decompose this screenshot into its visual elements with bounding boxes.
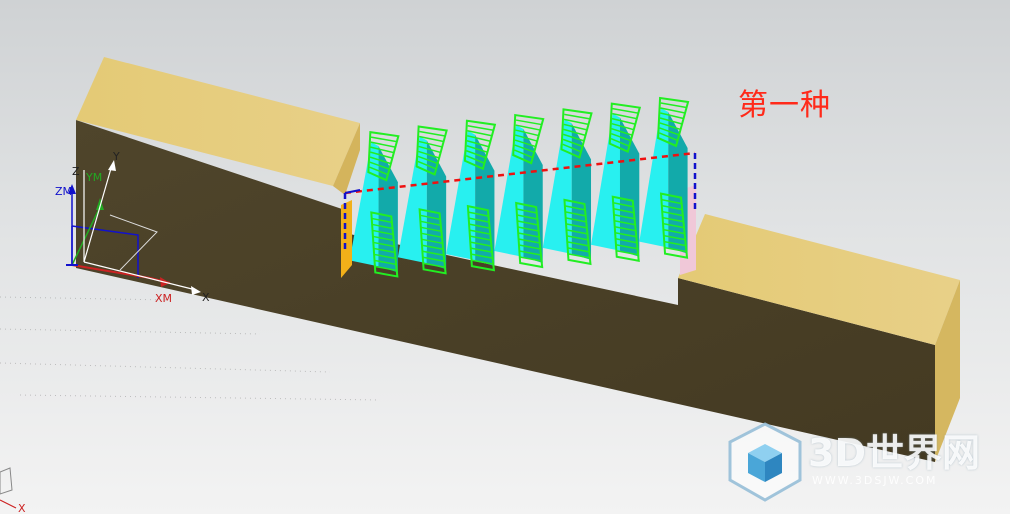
left-boss-side-face[interactable] [333, 123, 360, 195]
left-boss-top-face[interactable] [76, 57, 360, 186]
work-csys[interactable] [66, 160, 201, 295]
fin-face[interactable] [542, 119, 572, 254]
annotation-label: 第一种 [738, 88, 831, 123]
fin-face[interactable] [494, 125, 524, 258]
fin-face[interactable] [639, 107, 669, 248]
csys-x-label: X [202, 291, 210, 304]
block-front-face[interactable] [76, 120, 935, 462]
toolpath-ladder[interactable] [512, 113, 545, 269]
csys-z-label: Z [72, 165, 80, 178]
cube-logo-icon [728, 422, 802, 502]
toolpath-ladder[interactable] [463, 119, 497, 272]
watermark-text: 3D世界网 [808, 431, 980, 475]
toolpath-array[interactable] [367, 96, 690, 278]
boundary-outline[interactable] [343, 151, 697, 252]
csys-ym-label: YM [86, 171, 103, 184]
watermark-url: WWW.3DSJW.COM [812, 474, 938, 487]
triad-x-label: X [18, 502, 26, 514]
right-end-face[interactable] [935, 280, 960, 462]
toolpath-ladder[interactable] [415, 125, 448, 275]
fin-face[interactable] [591, 113, 620, 251]
toolpath-ladder[interactable] [657, 96, 690, 259]
toolpath-ladder[interactable] [367, 131, 400, 278]
fin-array[interactable] [349, 107, 688, 273]
watermark: 3D世界网 WWW.3DSJW.COM [722, 418, 1002, 508]
csys-xm-label: XM [155, 292, 173, 305]
stock-block[interactable] [76, 57, 960, 462]
csys-zm-label: ZM [55, 185, 73, 198]
toolpath-ladder[interactable] [560, 108, 593, 266]
toolpath-ladder[interactable] [608, 102, 642, 262]
view-triad[interactable] [0, 467, 17, 509]
csys-y-label: Y [113, 150, 120, 163]
right-boss-top-face[interactable] [678, 214, 960, 345]
slot-left-strip [341, 200, 352, 278]
background-dots [0, 296, 381, 401]
